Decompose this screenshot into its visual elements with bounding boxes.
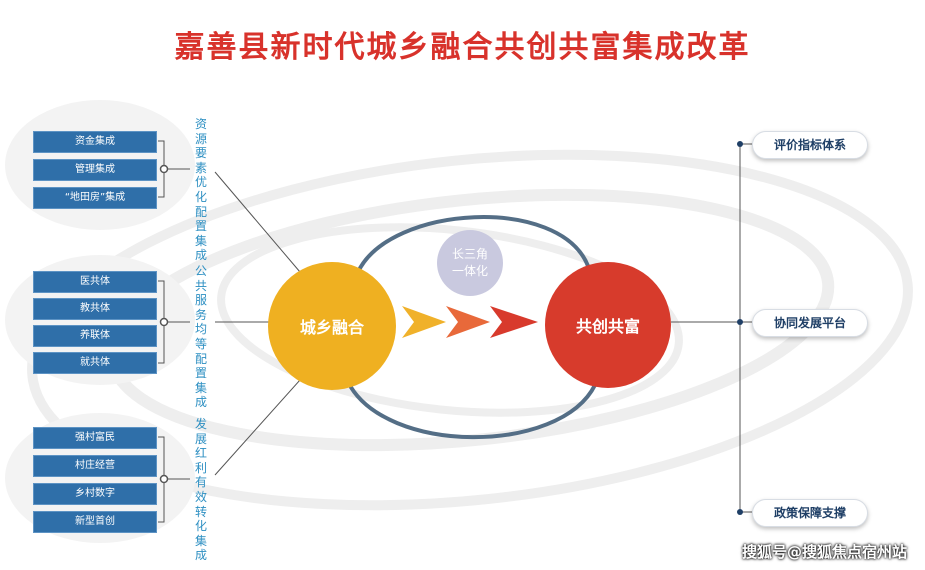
bracket-dot-2 [159, 317, 169, 327]
group2-label: 公共服务均等配置集成 [194, 264, 207, 410]
group-to-circle-lines [214, 171, 301, 476]
right-item-evaluation: 评价指标体系 [752, 131, 868, 159]
common-prosperity-circle: 共创共富 [545, 262, 671, 388]
group1-label: 资源要素优化配置集成 [194, 117, 207, 263]
group1-item: 管理集成 [33, 159, 157, 181]
right-item-policy: 政策保障支撑 [752, 499, 868, 527]
watermark: 搜狐号@搜狐焦点宿州站 [741, 543, 907, 561]
line-group-3 [214, 379, 301, 476]
group3-item: 新型首创 [33, 511, 157, 533]
arrow-3 [490, 306, 538, 338]
urban-rural-label: 城乡融合 [299, 318, 364, 337]
group2-item: 医共体 [33, 271, 157, 293]
right-item-platform: 协同发展平台 [752, 309, 868, 337]
group2-item: 教共体 [33, 298, 157, 320]
group1-item: 资金集成 [33, 131, 157, 153]
bracket-dot-1 [159, 164, 169, 174]
group3-item: 村庄经营 [33, 455, 157, 477]
tree-dot-2 [737, 319, 743, 325]
swoosh-outer [27, 149, 913, 511]
urban-rural-circle: 城乡融合 [268, 262, 396, 390]
yangtze-delta-label: 长三角一体化 [451, 247, 488, 278]
group3-item: 强村富民 [33, 427, 157, 449]
upper-arc [356, 215, 590, 273]
connecting-arcs [346, 215, 597, 440]
bracket-dots [159, 164, 169, 484]
tree-dot-3 [737, 509, 743, 515]
page-title: 嘉善县新时代城乡融合共创共富集成改革 [174, 30, 751, 65]
background-swooshes [27, 149, 913, 511]
group3-label: 发展红利有效转化集成 [194, 417, 207, 563]
tree-dot-1 [737, 141, 743, 147]
right-tree [671, 143, 752, 513]
right-tree-dots [737, 141, 743, 515]
group2-item: 就共体 [33, 352, 157, 374]
bracket-dot-3 [159, 474, 169, 484]
line-group-1 [214, 171, 301, 273]
arrow-2 [446, 306, 490, 338]
lower-arc [346, 381, 597, 440]
group2-item: 养联体 [33, 325, 157, 347]
common-prosperity-label: 共创共富 [575, 317, 640, 336]
yangtze-delta-circle: 长三角一体化 [437, 230, 503, 296]
group1-item: “地田房”集成 [33, 187, 157, 209]
group3-item: 乡村数字 [33, 483, 157, 505]
arrow-1 [402, 306, 446, 338]
flow-arrows [402, 306, 538, 338]
